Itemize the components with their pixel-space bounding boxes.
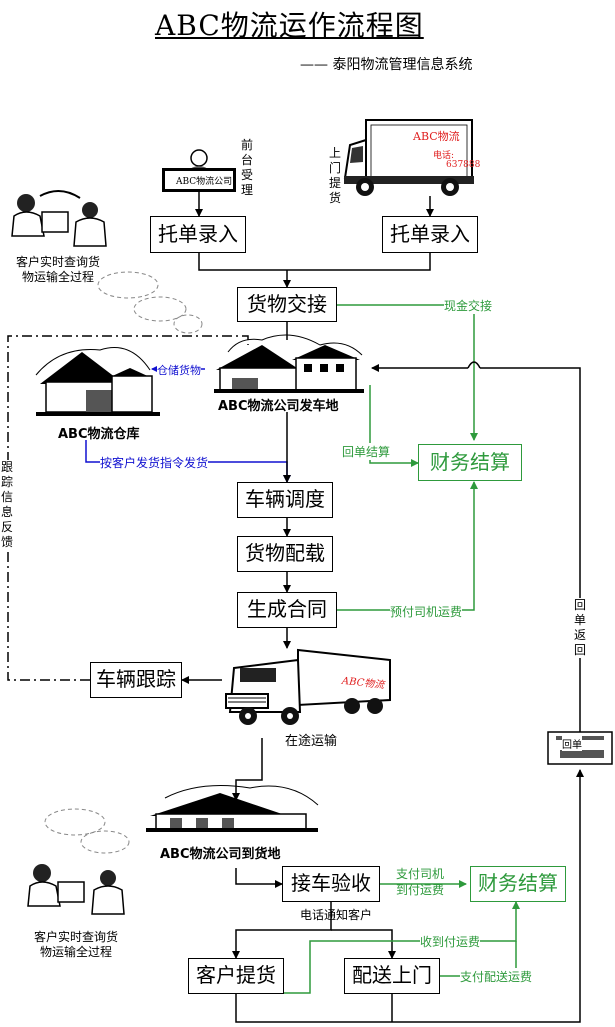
dispatch-site-label: ABC物流公司发车地 xyxy=(218,399,339,414)
customer-query-icon-bottom xyxy=(27,864,125,915)
finance-settle-top: 财务结算 xyxy=(418,444,522,481)
generate-contract: 生成合同 xyxy=(237,592,337,628)
receipt-icon-label: 回单 xyxy=(562,736,582,751)
in-transit-label: 在途运输 xyxy=(285,734,338,749)
cash-handover-label: 现金交接 xyxy=(444,297,493,314)
front-desk-icon xyxy=(162,149,236,192)
order-entry-left: 托单录入 xyxy=(150,216,246,253)
finance-settle-bottom: 财务结算 xyxy=(470,866,566,902)
vehicle-tracking: 车辆跟踪 xyxy=(90,662,182,698)
warehouse-icon xyxy=(35,347,160,416)
ship-by-order-label: 按客户发货指令发货 xyxy=(100,454,209,471)
store-goods-label: 仓储货物 xyxy=(157,362,201,378)
arrival-depot-icon xyxy=(146,785,319,832)
customer-query-bottom: 客户实时查询货物运输全过程 xyxy=(34,930,119,959)
tracking-feedback-label: 跟踪信息反馈 xyxy=(0,460,14,550)
receive-check: 接车验收 xyxy=(282,866,380,902)
customer-query-top: 客户实时查询货物运输全过程 xyxy=(16,255,101,284)
dispatch-depot-icon xyxy=(214,334,364,393)
front-desk-label: 前台受理 xyxy=(240,138,253,197)
semi-truck-icon xyxy=(225,648,391,725)
truck-phone-label: 电话: xyxy=(433,151,455,161)
cargo-handover: 货物交接 xyxy=(237,287,337,322)
page-subtitle: —— 泰阳物流管理信息系统 xyxy=(300,57,473,73)
receipt-settle-label: 回单结算 xyxy=(342,443,391,460)
vehicle-dispatch: 车辆调度 xyxy=(237,482,333,518)
truck-phone: 637888 xyxy=(446,160,481,170)
pickup-label: 上门提货 xyxy=(328,146,341,205)
collect-cod-label: 收到付运费 xyxy=(420,933,481,950)
notify-customer-label: 电话通知客户 xyxy=(300,908,373,922)
thought-clouds xyxy=(44,271,203,854)
cargo-loading: 货物配载 xyxy=(237,536,333,572)
truck-brand: ABC物流 xyxy=(413,130,460,143)
receipt-return-label: 回单返回 xyxy=(573,598,587,658)
arrival-site-label: ABC物流公司到货地 xyxy=(160,847,281,862)
order-entry-right: 托单录入 xyxy=(382,216,478,253)
pickup-truck-icon xyxy=(343,119,474,196)
pay-delivery-label: 支付配送运费 xyxy=(460,968,533,985)
door-delivery: 配送上门 xyxy=(344,958,440,994)
page-title: ABC物流运作流程图 xyxy=(155,9,424,42)
customer-query-icon-top xyxy=(11,190,107,247)
customer-pickup: 客户提货 xyxy=(188,958,284,994)
prepay-driver-label: 预付司机运费 xyxy=(390,603,463,620)
pay-driver-label: 支付司机到付运费 xyxy=(396,867,445,897)
warehouse-label: ABC物流仓库 xyxy=(58,427,140,442)
front-desk-sign: ABC物流公司 xyxy=(176,177,233,187)
